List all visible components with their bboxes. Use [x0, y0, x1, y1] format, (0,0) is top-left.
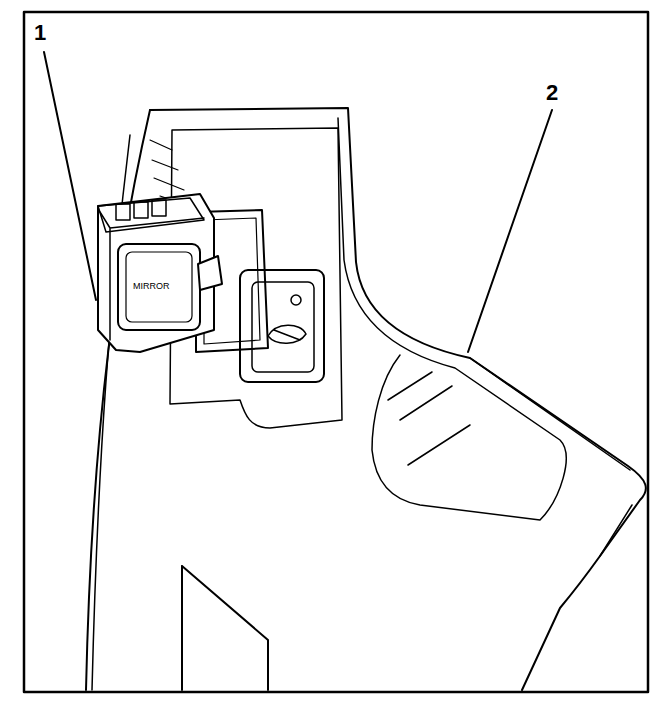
- mirror-control-pad: [118, 244, 200, 330]
- second-switch-rocker: [252, 282, 314, 372]
- leader-line: [468, 110, 552, 352]
- mirror-switch-body: [98, 194, 214, 352]
- selector-button: [116, 204, 130, 220]
- switch-legend: MIRROR: [133, 282, 170, 291]
- trim-flare: [470, 358, 632, 556]
- mirror-control-pad-inner: [126, 252, 192, 322]
- trim-panel-contour: [338, 118, 566, 520]
- mirror-switch-edge: [100, 212, 204, 340]
- switch-icon: [268, 325, 306, 343]
- second-switch: [240, 270, 324, 382]
- figure-frame: [24, 12, 648, 692]
- panel-notch: [182, 566, 268, 690]
- indicator-symbol: [291, 295, 301, 305]
- leader-line: [44, 52, 96, 300]
- retaining-clip: [198, 256, 222, 290]
- selector-button: [152, 200, 166, 216]
- callout-number: 2: [546, 82, 558, 104]
- trim-panel-edge: [86, 110, 150, 690]
- selector-button: [134, 202, 148, 218]
- callout-number: 1: [34, 22, 46, 44]
- shading-lines: [388, 372, 470, 465]
- trim-panel-outline: [150, 108, 646, 690]
